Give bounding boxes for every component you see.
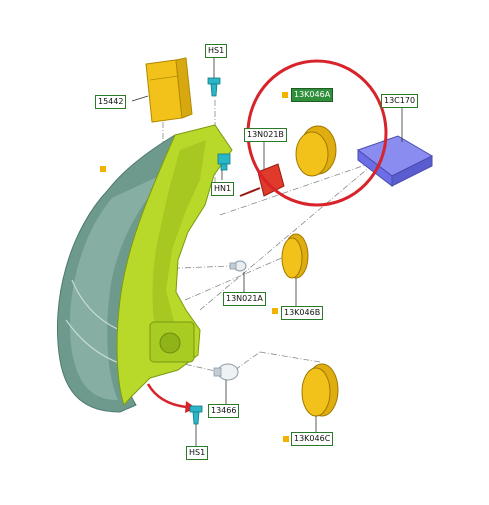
leader-line-lower-b: [259, 351, 321, 363]
label-13k046c: 13K046C: [291, 432, 334, 446]
marker-13k046a-icon: [282, 92, 288, 98]
label-13k046b: 13K046B: [281, 306, 324, 320]
label-13n021a: 13N021A: [223, 292, 266, 306]
leader-line-middle: [184, 249, 301, 301]
leader-line-bulb: [174, 361, 221, 373]
headlamp-housing: [116, 124, 233, 406]
module-15442-icon: [145, 57, 193, 123]
clip-hs1-bottom-icon: [189, 405, 203, 425]
label-hs1-bottom: HS1: [186, 446, 209, 460]
label-13466: 13466: [208, 404, 240, 418]
label-15442: 15442: [95, 95, 127, 109]
connector-13n021b-icon: [239, 163, 285, 197]
label-13c170: 13C170: [381, 94, 419, 108]
bulb-13466-icon: [213, 363, 239, 381]
marker-15442-icon: [100, 166, 106, 172]
cap-13k046b-icon: [281, 233, 309, 279]
clip-hs1-top-icon: [207, 77, 221, 97]
bulb-13n021a-icon: [229, 260, 247, 272]
label-hn1: HN1: [211, 182, 235, 196]
label-connector-lines: [131, 56, 403, 446]
marker-13k046b-icon: [272, 308, 278, 314]
label-hs1-top: HS1: [205, 44, 228, 58]
cap-13k046c-icon: [301, 363, 339, 417]
red-curved-arrow-icon: [146, 383, 196, 413]
marker-13k046c-icon: [283, 436, 289, 442]
leader-line-upper: [219, 159, 381, 216]
cap-13k046a-icon: [295, 125, 337, 177]
clip-hn1-icon: [217, 153, 231, 171]
label-13n021b: 13N021B: [244, 128, 287, 142]
module-13c170-icon: [356, 135, 434, 188]
leader-line-lower-a: [234, 351, 261, 371]
leader-line-module: [199, 164, 373, 311]
label-13k046a: 13K046A: [291, 88, 334, 102]
